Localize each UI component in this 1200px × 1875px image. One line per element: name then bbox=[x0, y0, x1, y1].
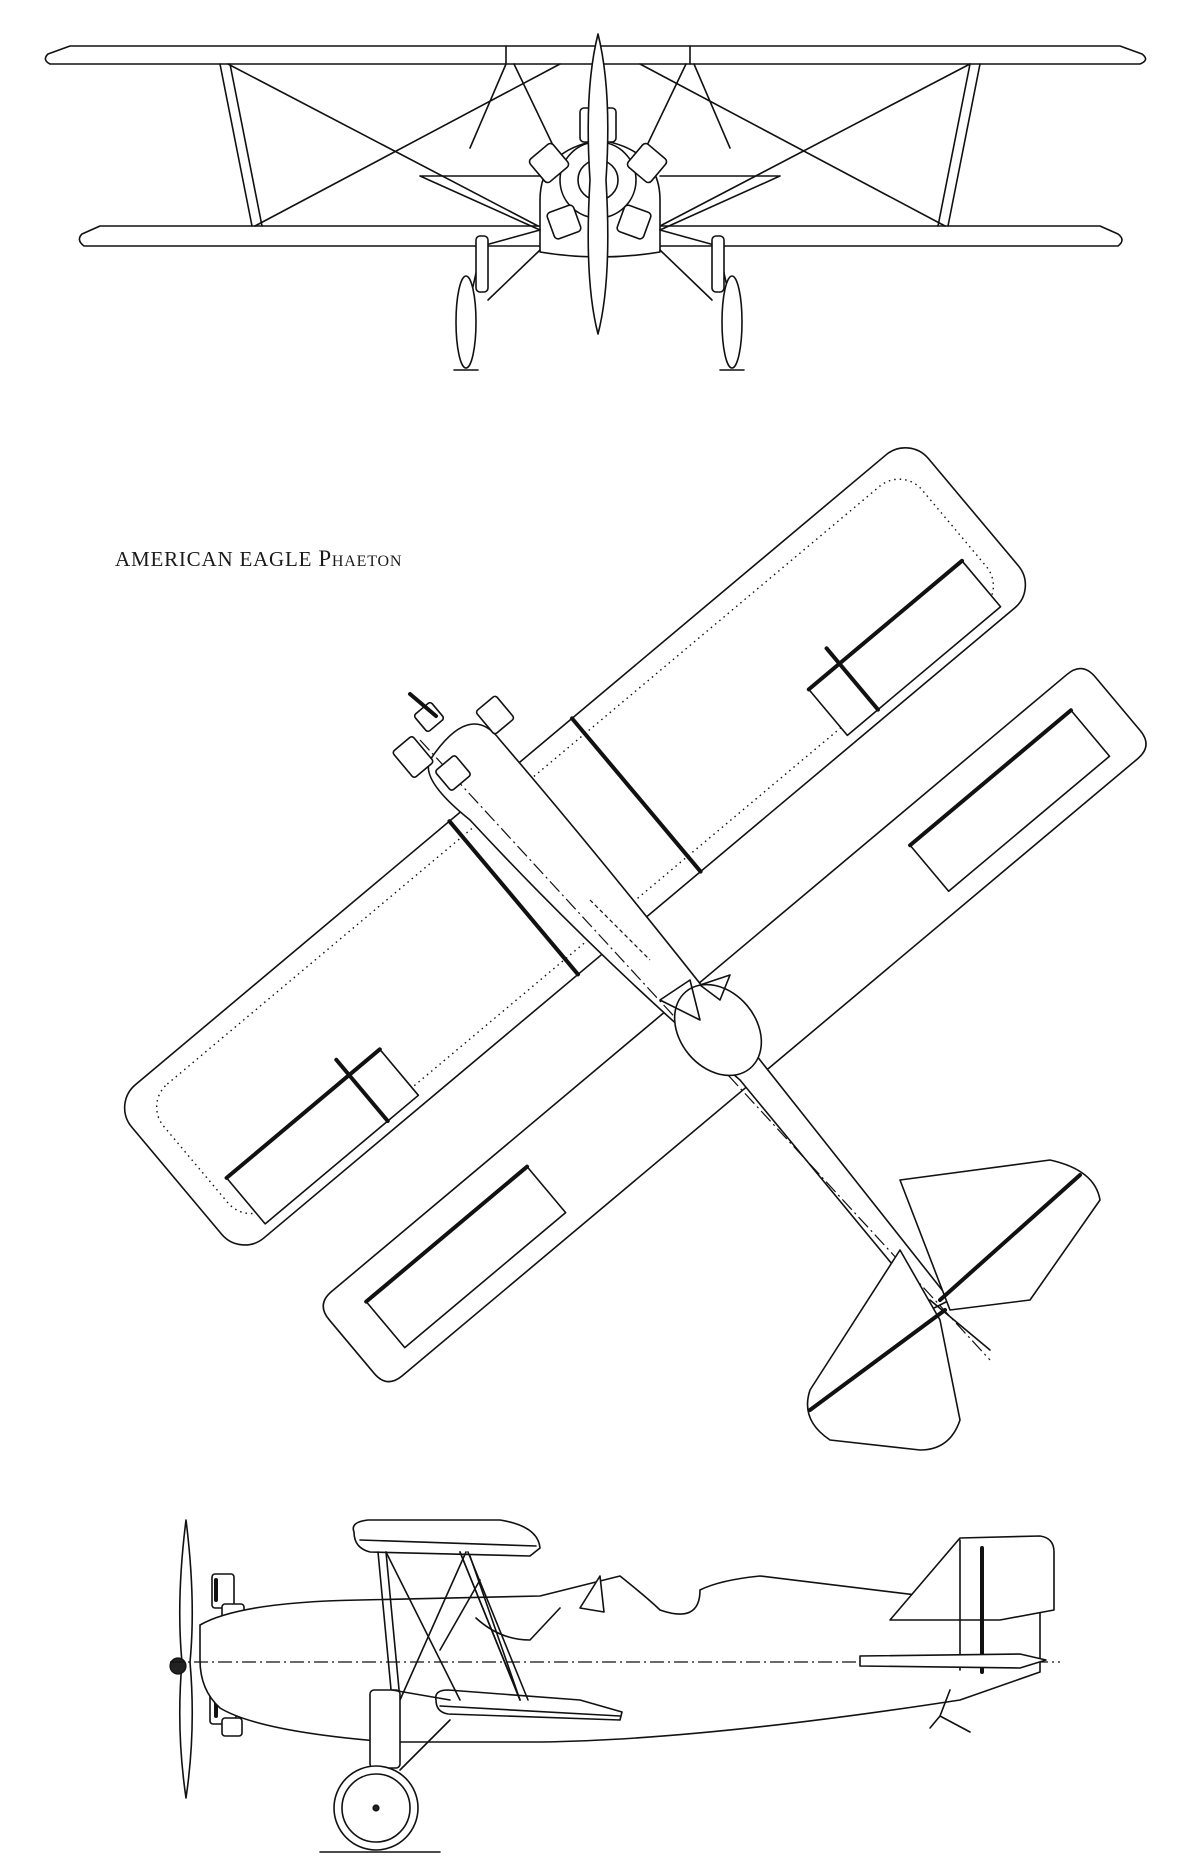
side-view bbox=[169, 1519, 1060, 1853]
side-fuselage bbox=[199, 1575, 1041, 1743]
top-engine bbox=[392, 692, 515, 791]
side-struts bbox=[377, 1551, 529, 1701]
front-interplane-strut-left bbox=[219, 63, 263, 227]
caption-model: Phaeton bbox=[318, 546, 403, 571]
drawing-caption: AMERICAN EAGLE Phaeton bbox=[115, 546, 402, 572]
top-horizontal-tail bbox=[806, 1159, 1101, 1451]
side-propeller bbox=[178, 1519, 194, 1799]
side-landing-gear bbox=[319, 1689, 451, 1853]
front-interplane-strut-right bbox=[937, 63, 981, 227]
front-view bbox=[44, 33, 1147, 371]
front-landing-gear bbox=[453, 229, 745, 371]
front-propeller bbox=[587, 33, 609, 335]
side-tail-skid bbox=[929, 1689, 971, 1733]
top-cockpit bbox=[589, 899, 763, 1077]
side-lower-wing bbox=[434, 1689, 623, 1721]
front-wheel-right bbox=[721, 275, 743, 369]
caption-name: AMERICAN EAGLE bbox=[115, 547, 313, 571]
top-view bbox=[123, 446, 1147, 1451]
side-vertical-tail bbox=[889, 1535, 1055, 1621]
side-upper-wing bbox=[352, 1519, 541, 1557]
front-wheel-left bbox=[455, 275, 477, 369]
